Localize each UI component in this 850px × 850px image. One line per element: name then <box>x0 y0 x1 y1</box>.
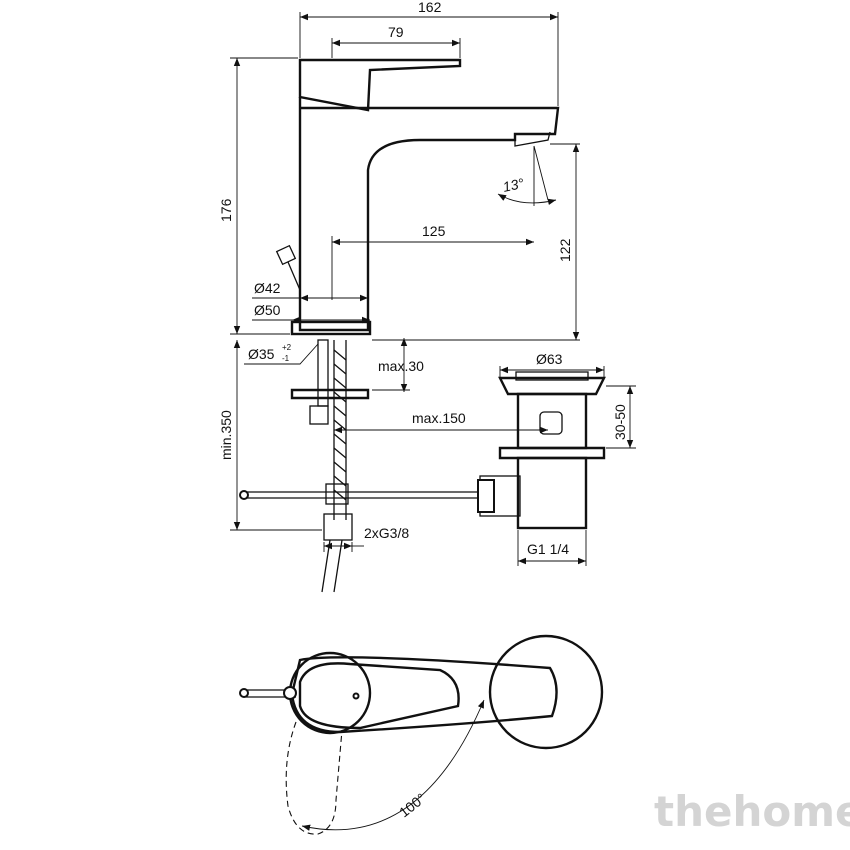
dim-min-length: min.350 <box>218 410 234 460</box>
hose-tail <box>321 539 343 593</box>
waste-flange <box>498 446 606 460</box>
dim-spout-angle: 13° <box>501 175 525 195</box>
dim-hole-tol-minus: -1 <box>282 354 290 363</box>
fixing-plate <box>290 388 370 400</box>
dim-width-total: 162 <box>418 0 442 15</box>
faucet-body <box>298 97 560 332</box>
mounting-shank <box>317 339 329 407</box>
faucet-side-view <box>239 58 560 593</box>
dim-body-diameter: Ø42 <box>254 280 281 296</box>
dim-base-diameter: Ø50 <box>254 302 281 318</box>
waste-plug-head <box>498 376 606 396</box>
dim-max-deck: max.30 <box>378 358 424 374</box>
dim-spout-height: 122 <box>557 238 573 262</box>
watermark-logo: thehome <box>654 787 850 836</box>
top-view-lever <box>298 662 460 730</box>
top-view-rod-cap <box>239 688 249 698</box>
dim-waste-diameter: Ø63 <box>536 351 563 367</box>
rod-cable <box>287 261 301 291</box>
dim-width-lever: 79 <box>388 24 404 40</box>
waste-window <box>539 411 563 435</box>
fixing-nut <box>309 405 329 425</box>
top-view-indicator-dot <box>352 692 360 700</box>
hose-fitting-mid <box>325 483 349 505</box>
rod-end-cap <box>239 490 249 500</box>
waste-body-upper <box>516 392 588 450</box>
top-view-base-ring <box>488 634 604 750</box>
top-view-rod-joint <box>283 686 297 700</box>
dim-hole-diameter: Ø35 <box>248 346 275 362</box>
rod-knob <box>275 244 297 266</box>
waste-assembly <box>477 371 606 530</box>
dim-waste-thread: G1 1/4 <box>527 541 569 557</box>
dim-rotation-angle: 100° <box>396 790 429 820</box>
dimensions: 162 79 176 125 122 13° Ø42 Ø50 Ø35 +2 <box>218 0 636 566</box>
waste-body-lower <box>516 456 588 530</box>
faucet-top-view: 100° <box>239 634 604 835</box>
dim-hose-thread: 2xG3/8 <box>364 525 409 541</box>
base-plate <box>290 320 372 336</box>
dim-height-total: 176 <box>218 198 234 222</box>
aerator <box>514 131 551 147</box>
dim-waste-height: 30-50 <box>612 404 628 440</box>
top-view-rotated-lever <box>285 721 343 835</box>
lever-handle <box>298 58 462 112</box>
rotation-arc <box>301 699 485 831</box>
hose-fitting-end <box>323 513 353 541</box>
pop-up-rod <box>244 491 478 499</box>
waste-link-nut <box>477 479 495 513</box>
dim-spout-reach: 125 <box>422 223 446 239</box>
dim-max-rod: max.150 <box>412 410 466 426</box>
dim-hole-tol-plus: +2 <box>282 343 292 352</box>
